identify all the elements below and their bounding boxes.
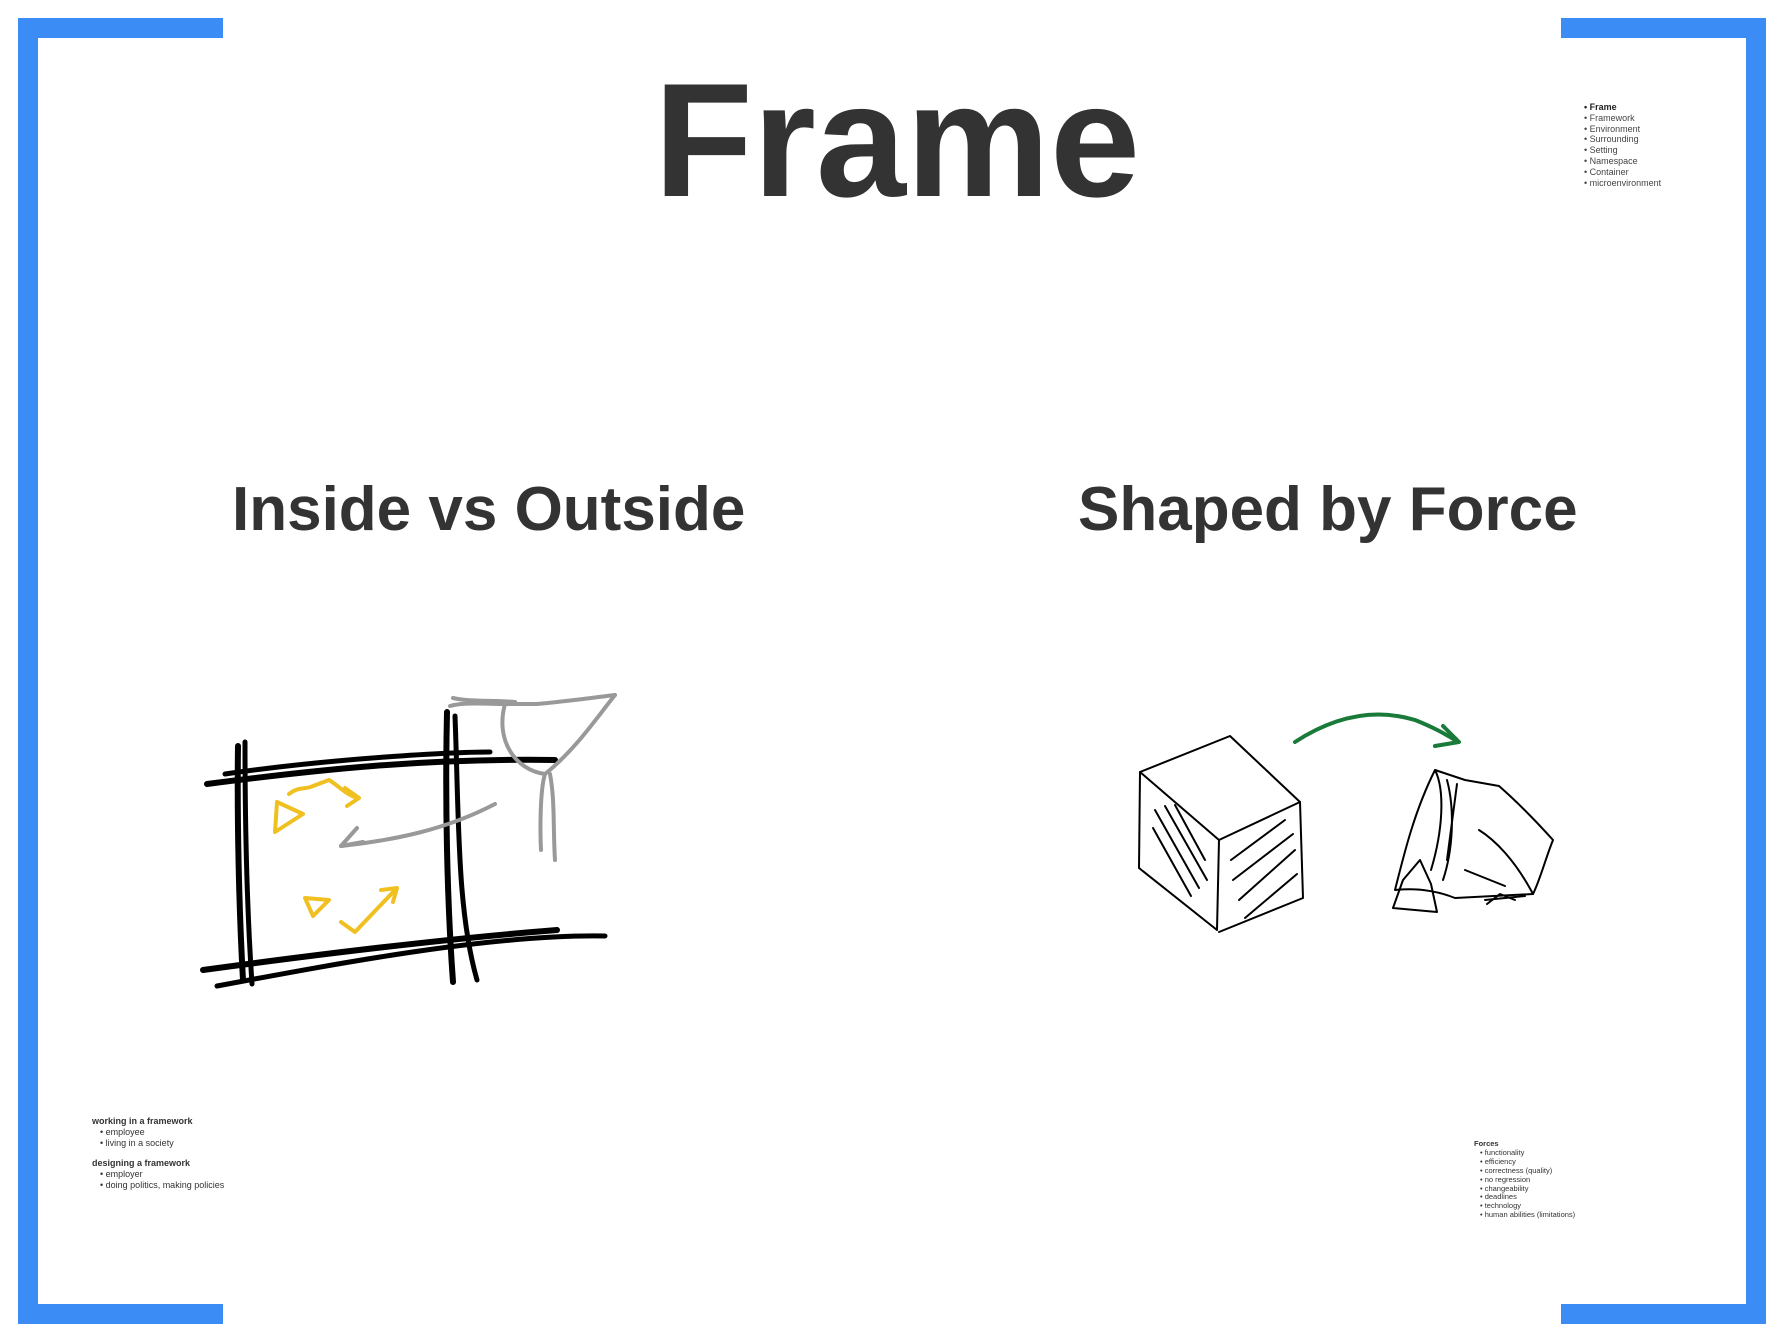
inside-arrow (379, 886, 399, 904)
rock-shape (1394, 769, 1554, 899)
page-title-text: Frame (653, 50, 1141, 231)
funnel-shape (451, 696, 517, 704)
frame-sketch-illustration (200, 693, 617, 989)
left-notes: working in a framework employee living i… (92, 1116, 224, 1191)
note-item: human abilities (limitations) (1480, 1210, 1575, 1220)
note-heading: working in a framework (92, 1116, 193, 1126)
frame-line (234, 743, 246, 983)
topic-item[interactable]: microenvironment (1584, 178, 1662, 189)
force-sketch-illustration (1138, 712, 1554, 933)
outside-arrow (339, 802, 497, 848)
note-item: employee (100, 1127, 224, 1138)
topic-item[interactable]: Container (1584, 167, 1661, 178)
rock-shape (1464, 829, 1534, 901)
page-title: Frame (0, 46, 1784, 236)
topic-item[interactable]: Setting (1584, 145, 1661, 156)
note-list: employer doing politics, making policies (92, 1169, 225, 1191)
frame-line (222, 749, 493, 777)
note-item: doing politics, making policies (100, 1180, 225, 1191)
topic-item[interactable]: Namespace (1584, 156, 1661, 167)
cube-shape (1138, 771, 1220, 931)
inside-arrow (339, 888, 397, 934)
rock-shape (1430, 769, 1458, 881)
section-title-inside-outside: Inside vs Outside (232, 475, 746, 544)
note-item: living in a society (100, 1138, 224, 1149)
force-arrow (1433, 724, 1461, 748)
note-list: functionality efficiency correctness (qu… (1474, 1148, 1575, 1220)
cube-shape (1218, 801, 1304, 933)
topic-item[interactable]: Environment (1584, 124, 1661, 135)
note-item: correctness (quality) (1480, 1166, 1575, 1176)
right-notes: Forces functionality efficiency correctn… (1474, 1139, 1575, 1220)
note-item: efficiency (1480, 1157, 1575, 1167)
note-item: technology (1480, 1201, 1575, 1211)
section-title-shaped-by-force: Shaped by Force (1078, 475, 1578, 544)
funnel-shape (448, 693, 617, 708)
frame-line (200, 927, 560, 973)
note-item: functionality (1480, 1148, 1575, 1158)
note-list: employee living in a society (92, 1127, 224, 1149)
force-arrow (1293, 712, 1457, 744)
inside-arrow (287, 778, 359, 800)
left-frame-bracket (18, 18, 223, 1324)
rock-shape (1486, 893, 1516, 905)
cube-shape (1230, 819, 1298, 919)
funnel-shape (538, 772, 547, 852)
topic-item[interactable]: Framework (1584, 113, 1661, 124)
frame-line (443, 709, 456, 985)
note-item: changeability (1480, 1184, 1575, 1194)
inside-arrow (273, 800, 305, 834)
note-item: employer (100, 1169, 224, 1180)
rock-shape (1392, 859, 1438, 913)
funnel-shape (500, 693, 617, 776)
topic-list: Frame Framework Environment Surrounding … (1584, 102, 1662, 189)
topic-item[interactable]: Surrounding (1584, 134, 1661, 145)
note-heading: designing a framework (92, 1158, 191, 1169)
cube-shape (1152, 804, 1208, 897)
outside-arrow (339, 826, 365, 848)
frame-line (242, 739, 255, 987)
inside-arrow (343, 786, 361, 808)
note-item: deadlines (1480, 1193, 1575, 1202)
frame-line (204, 756, 558, 787)
inside-arrow (303, 896, 331, 918)
topic-item[interactable]: Frame (1584, 102, 1661, 113)
frame-line (214, 933, 608, 989)
frame-line (452, 713, 480, 983)
funnel-shape (548, 772, 557, 862)
right-frame-bracket (1561, 18, 1766, 1324)
note-heading: Forces (1474, 1139, 1499, 1148)
note-item: no regression (1480, 1175, 1575, 1185)
